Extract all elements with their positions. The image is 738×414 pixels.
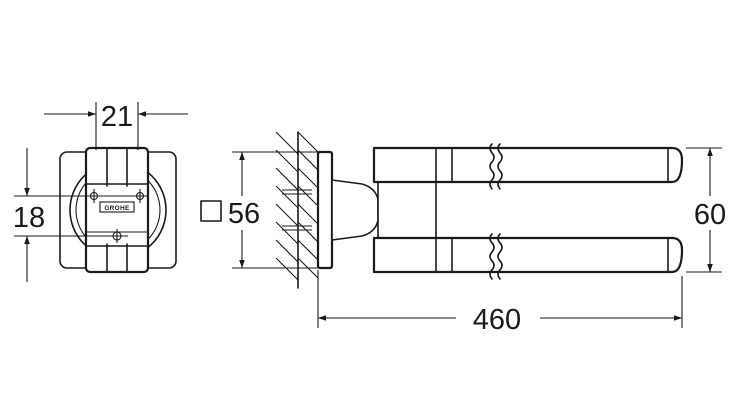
- side-neck: [331, 179, 379, 241]
- bottom-arm-break-left: [489, 233, 495, 280]
- square-symbol-icon: [200, 200, 222, 222]
- front-view: GROHE 21 18: [13, 101, 188, 282]
- brand-label: GROHE: [104, 205, 130, 212]
- dim-width-label: 21: [101, 101, 133, 133]
- top-arm: [372, 146, 684, 184]
- dim-length-label: 460: [473, 304, 521, 336]
- side-wall-plate: [316, 150, 334, 270]
- bottom-arm-break-right: [497, 233, 503, 280]
- wall-hatching: [275, 131, 319, 289]
- side-view: 56 60 460: [200, 131, 726, 336]
- top-arm-break-left: [489, 143, 495, 190]
- brand-plate: [99, 201, 135, 213]
- dim-56-label-bg: [224, 196, 264, 230]
- dim-arm-height-label: 60: [694, 199, 726, 231]
- top-arm-break-right: [497, 143, 503, 190]
- front-fixing-window: [85, 183, 149, 247]
- bottom-arm: [372, 236, 684, 274]
- dim-center-height-label: 18: [13, 202, 45, 234]
- hinge-block: [377, 181, 437, 239]
- dim-plate-square-label: 56: [228, 198, 260, 230]
